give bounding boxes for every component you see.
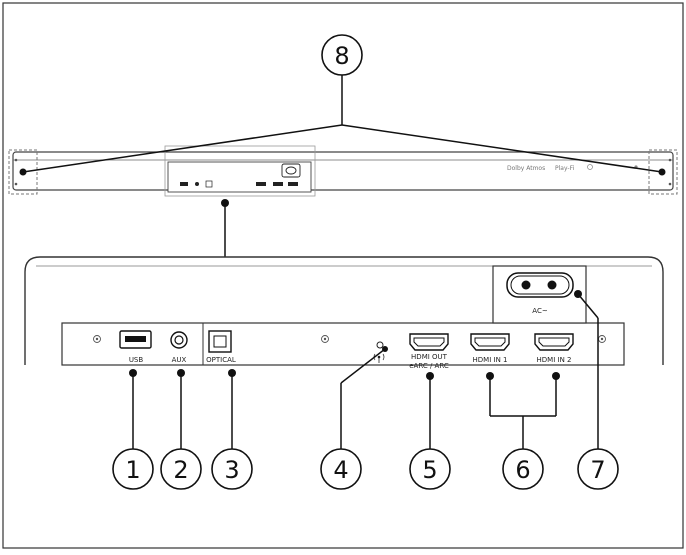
hdmi-out-label: HDMI OUT bbox=[411, 353, 448, 361]
usb-port bbox=[119, 330, 152, 349]
callout-1: 1 bbox=[112, 448, 154, 490]
callout-number-3: 3 bbox=[224, 456, 239, 484]
callout-3: 3 bbox=[211, 448, 253, 490]
earc-arc-label: eARC / ARC bbox=[409, 362, 449, 370]
wall-mount-left-box bbox=[8, 149, 38, 195]
figure-border bbox=[2, 2, 684, 549]
callout-number-1: 1 bbox=[125, 456, 140, 484]
callout-number-8: 8 bbox=[334, 42, 349, 70]
callout-8-leader-left bbox=[22, 124, 343, 173]
callout-4: 4 bbox=[320, 448, 362, 490]
soundbar-full-view: Dolby Atmos Play-Fi bbox=[8, 145, 678, 197]
optical-label: OPTICAL bbox=[206, 356, 236, 364]
playfi-logo: Play-Fi bbox=[555, 165, 575, 172]
hdmi-in-1-port bbox=[470, 333, 510, 351]
hdmi-in-1-label: HDMI IN 1 bbox=[473, 356, 508, 364]
hdmi-in-2-port bbox=[534, 333, 574, 351]
connector-zoom-box bbox=[164, 145, 316, 197]
callout-number-5: 5 bbox=[422, 456, 437, 484]
dolby-logo: Dolby Atmos bbox=[507, 165, 545, 172]
badge-icon bbox=[587, 164, 593, 170]
callout-7: 7 bbox=[577, 448, 619, 490]
connector-panel-zoom: USB AUX OPTICAL HDMI OUT eARC / ARC bbox=[24, 256, 664, 370]
port-strip bbox=[61, 322, 625, 366]
callout-5: 5 bbox=[409, 448, 451, 490]
pairing-button bbox=[376, 341, 384, 349]
usb-label: USB bbox=[129, 356, 144, 364]
ac-label: AC~ bbox=[532, 307, 548, 315]
callout-leaders bbox=[129, 290, 599, 449]
callout-number-6: 6 bbox=[515, 456, 530, 484]
wall-mount-right-box bbox=[648, 149, 678, 195]
hdmi-in-2-label: HDMI IN 2 bbox=[537, 356, 572, 364]
aux-port bbox=[170, 331, 188, 349]
callout-2: 2 bbox=[160, 448, 202, 490]
callout-8-leader-right bbox=[341, 124, 663, 173]
callout-number-2: 2 bbox=[173, 456, 188, 484]
ac-power-socket bbox=[506, 272, 574, 298]
callout-6: 6 bbox=[502, 448, 544, 490]
hdmi-out-port bbox=[409, 333, 449, 351]
aux-label: AUX bbox=[172, 356, 187, 364]
wireless-pairing-icon bbox=[373, 353, 385, 363]
optical-port bbox=[208, 330, 232, 353]
callout-number-4: 4 bbox=[333, 456, 348, 484]
callout-number-7: 7 bbox=[590, 456, 605, 484]
